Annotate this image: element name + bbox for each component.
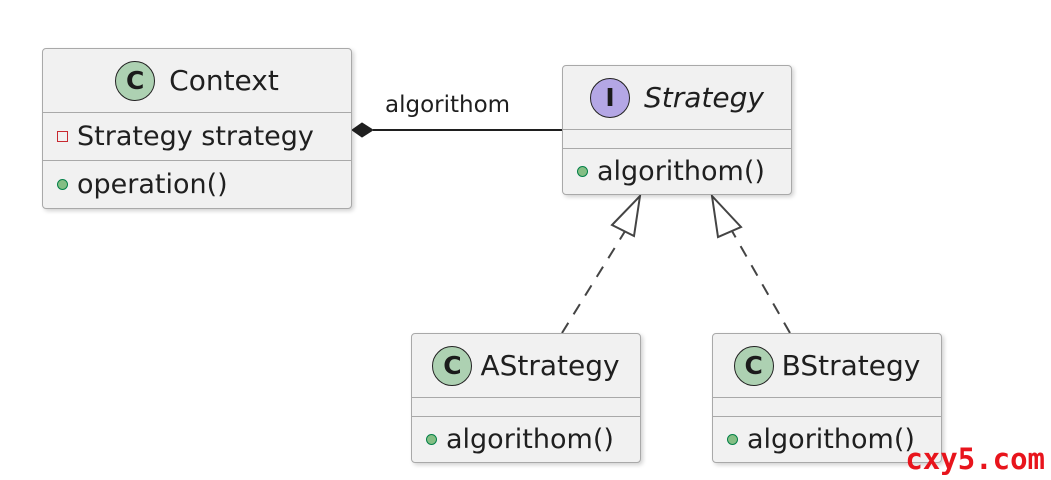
strategy-method: algorithom(): [577, 156, 765, 187]
strategy-interface-name: Strategy: [644, 81, 764, 114]
context-method-text: operation(): [77, 168, 228, 200]
private-visibility-icon: [57, 131, 68, 142]
realization-b-line: [731, 230, 791, 334]
realization-a-line: [561, 227, 628, 334]
class-stereotype-icon: C: [115, 60, 156, 101]
strategy-attributes: [563, 130, 791, 149]
watermark-logo: cxy5.com: [905, 442, 1045, 476]
strategy-methods: algorithom(): [563, 149, 791, 193]
bstrategy-class-name: BStrategy: [781, 349, 921, 382]
composition-diamond: [351, 122, 374, 138]
astrategy-method-text: algorithom(): [446, 423, 614, 455]
bstrategy-method: algorithom(): [727, 424, 915, 455]
public-visibility-icon: [426, 433, 437, 445]
interface-stereotype-icon: I: [590, 77, 630, 118]
context-attribute-text: Strategy strategy: [77, 121, 314, 152]
context-class-name: Context: [169, 64, 279, 97]
astrategy-attributes: [412, 398, 640, 417]
bstrategy-attributes: [713, 398, 941, 417]
strategy-method-text: algorithom(): [597, 155, 765, 187]
realization-a-arrowhead: [610, 193, 642, 238]
class-stereotype-icon: C: [733, 345, 774, 386]
context-methods: operation(): [43, 161, 351, 207]
public-visibility-icon: [577, 165, 588, 177]
astrategy-class-name: AStrategy: [480, 349, 620, 382]
astrategy-class-header: C AStrategy: [412, 334, 640, 398]
bstrategy-methods: algorithom(): [713, 417, 941, 461]
class-stereotype-icon: C: [432, 345, 473, 386]
realization-b-arrowhead: [710, 192, 743, 239]
astrategy-class[interactable]: C AStrategy algorithom(): [411, 333, 641, 463]
public-visibility-icon: [57, 178, 68, 190]
astrategy-method: algorithom(): [426, 424, 614, 455]
context-attribute: Strategy strategy: [57, 121, 314, 152]
context-class[interactable]: C Context Strategy strategy operation(): [42, 48, 352, 209]
bstrategy-method-text: algorithom(): [747, 423, 915, 455]
strategy-interface[interactable]: I Strategy algorithom(): [562, 65, 792, 195]
context-attributes: Strategy strategy: [43, 113, 351, 161]
bstrategy-class[interactable]: C BStrategy algorithom(): [712, 333, 942, 463]
public-visibility-icon: [727, 433, 738, 445]
strategy-interface-header: I Strategy: [563, 66, 791, 130]
context-method: operation(): [57, 169, 228, 200]
bstrategy-class-header: C BStrategy: [713, 334, 941, 398]
astrategy-methods: algorithom(): [412, 417, 640, 461]
context-class-header: C Context: [43, 49, 351, 113]
association-label: algorithom: [385, 92, 511, 118]
